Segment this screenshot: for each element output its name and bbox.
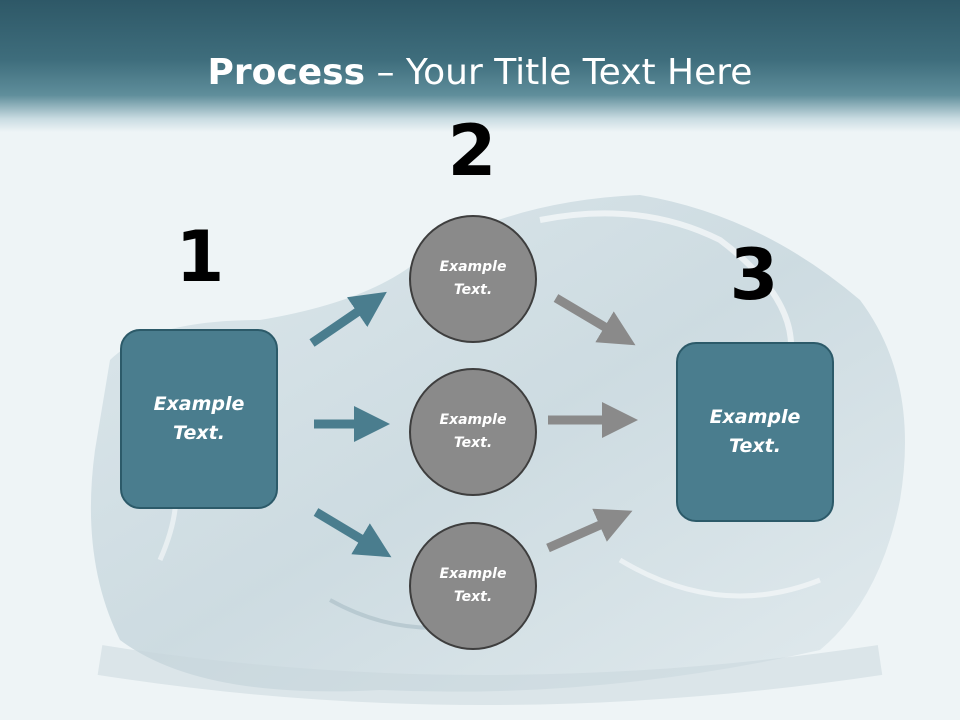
circle-1-line1: Example [439,259,507,275]
arrow-to-circle-3 [313,508,392,558]
step-3-text-line1: Example [709,406,801,428]
step-1-box: Example Text. [120,329,278,509]
step-number-2: 2 [447,110,497,192]
circle-2: Example Text. [409,368,537,496]
circle-1-line2: Text. [453,282,493,298]
step-3-text-line2: Text. [729,435,781,457]
title-banner [0,0,960,132]
circle-3-line1: Example [439,566,507,582]
circle-2-line2: Text. [453,435,493,451]
slide-title: Process – Your Title Text Here [0,52,960,93]
circle-3-line2: Text. [453,589,493,605]
arrow-from-circle-1 [553,294,636,346]
step-1-text-line1: Example [153,393,245,415]
circle-3: Example Text. [409,522,537,650]
step-1-text-line2: Text. [173,422,225,444]
circle-1: Example Text. [409,215,537,343]
arrow-from-circle-3 [546,508,633,553]
title-rest: – Your Title Text Here [365,52,753,93]
step-number-1: 1 [175,216,225,298]
circle-2-line1: Example [439,412,507,428]
title-bold: Process [207,52,366,93]
step-number-3: 3 [729,234,779,316]
arrow-to-circle-1 [309,291,387,347]
step-3-box: Example Text. [676,342,834,522]
